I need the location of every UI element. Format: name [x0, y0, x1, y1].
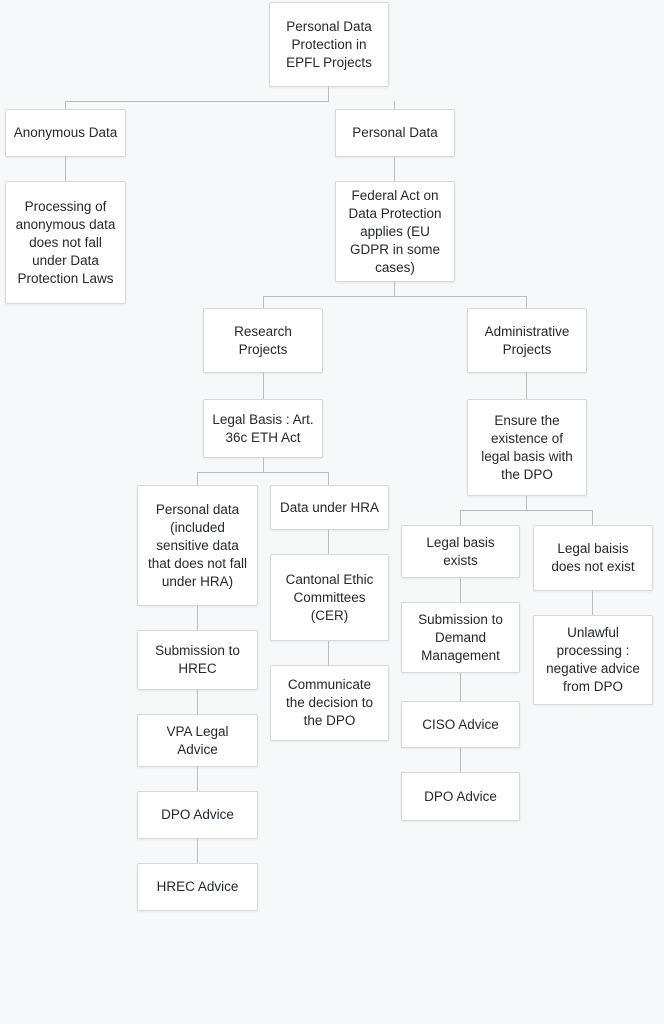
edge-fadp-bar	[263, 296, 527, 297]
node-cantonal-ethic-committees-label: Cantonal Ethic Committees (CER)	[285, 571, 374, 623]
node-dpo-advice-admin[interactable]: DPO Advice	[401, 772, 520, 821]
edge-dpoadvice-to-hrecadvice	[197, 839, 198, 863]
edge-ciso-to-dpoadvice	[460, 748, 461, 772]
edge-root-bar	[65, 101, 329, 102]
edge-ensuredpo-bar	[460, 510, 592, 511]
edge-ensuredpo-stem	[526, 496, 527, 510]
node-submission-to-hrec-label: Submission to HREC	[155, 643, 240, 676]
edge-cer-to-communicate	[328, 641, 329, 665]
node-dpo-advice-admin-label: DPO Advice	[424, 788, 497, 804]
node-hrec-advice[interactable]: HREC Advice	[137, 863, 258, 911]
node-root-label: Personal Data Protection in EPFL Project…	[286, 18, 372, 70]
edge-basisexists-to-subdemand	[460, 578, 461, 602]
node-unlawful-processing-label: Unlawful processing : negative advice fr…	[546, 625, 640, 694]
node-dpo-advice-research-label: DPO Advice	[161, 807, 234, 822]
node-submission-demand-management-label: Submission to Demand Management	[418, 611, 503, 663]
node-anonymous-data-label: Anonymous Data	[13, 125, 118, 140]
node-anonymous-note[interactable]: Processing of anonymous data does not fa…	[5, 181, 126, 304]
edge-personal-to-fadp	[394, 157, 395, 181]
edge-fadp-stem	[394, 282, 395, 296]
edge-legalbasis-stem	[263, 458, 264, 472]
node-data-under-hra[interactable]: Data under HRA	[270, 485, 389, 530]
edge-ensuredpo-to-basismissing	[592, 510, 593, 525]
node-unlawful-processing[interactable]: Unlawful processing : negative advice fr…	[533, 615, 653, 705]
node-research-projects-label: Research Projects	[234, 323, 292, 357]
node-submission-demand-management[interactable]: Submission to Demand Management	[401, 602, 520, 673]
node-anonymous-note-label: Processing of anonymous data does not fa…	[15, 198, 116, 286]
node-personal-data[interactable]: Personal Data	[335, 109, 455, 157]
node-dpo-advice-research[interactable]: DPO Advice	[137, 791, 258, 839]
edge-basismissing-to-unlawful	[592, 591, 593, 615]
node-ensure-legal-basis-dpo[interactable]: Ensure the existence of legal basis with…	[467, 399, 587, 496]
node-anonymous-data[interactable]: Anonymous Data	[5, 109, 126, 157]
node-fadp-label: Federal Act on Data Protection applies (…	[348, 187, 442, 275]
edge-root-to-anonymous	[65, 101, 66, 110]
node-ciso-advice[interactable]: CISO Advice	[401, 701, 520, 748]
node-legal-basis-does-not-exist-label: Legal baisis does not exist	[551, 541, 635, 574]
edge-ensuredpo-to-basisexists	[460, 510, 461, 525]
node-ensure-legal-basis-dpo-label: Ensure the existence of legal basis with…	[481, 412, 573, 482]
node-personal-data-under-hra-label: Personal data (included sensitive data t…	[147, 501, 248, 589]
node-fadp[interactable]: Federal Act on Data Protection applies (…	[335, 181, 455, 282]
node-data-under-hra-label: Data under HRA	[279, 499, 380, 515]
node-cantonal-ethic-committees[interactable]: Cantonal Ethic Committees (CER)	[270, 554, 389, 641]
edge-legalbasis-to-personalhra	[197, 472, 198, 485]
node-vpa-legal-advice[interactable]: VPA Legal Advice	[137, 714, 258, 767]
node-personal-data-under-hra[interactable]: Personal data (included sensitive data t…	[137, 485, 258, 606]
node-legal-basis-eth-act[interactable]: Legal Basis : Art. 36c ETH Act	[203, 399, 323, 458]
edge-datahra-to-cer	[328, 530, 329, 554]
node-vpa-legal-advice-label: VPA Legal Advice	[166, 723, 229, 757]
edge-root-to-personal	[394, 101, 395, 110]
edge-admin-to-ensuredpo	[526, 373, 527, 399]
edge-personalhra-to-subhrec	[197, 606, 198, 630]
node-hrec-advice-label: HREC Advice	[156, 879, 239, 894]
node-personal-data-label: Personal Data	[352, 125, 438, 140]
edge-legalbasis-bar	[197, 472, 329, 473]
node-legal-basis-eth-act-label: Legal Basis : Art. 36c ETH Act	[212, 411, 314, 445]
node-administrative-projects[interactable]: Administrative Projects	[467, 308, 587, 373]
node-legal-basis-exists-label: Legal basis exists	[426, 534, 495, 568]
node-communicate-decision-dpo[interactable]: Communicate the decision to the DPO	[270, 665, 389, 741]
node-research-projects[interactable]: Research Projects	[203, 308, 323, 373]
edge-subhrec-to-vpa	[197, 690, 198, 714]
node-submission-to-hrec[interactable]: Submission to HREC	[137, 630, 258, 690]
node-legal-basis-exists[interactable]: Legal basis exists	[401, 525, 520, 578]
edge-anonymous-to-note	[65, 157, 66, 181]
node-ciso-advice-label: CISO Advice	[422, 716, 499, 732]
edge-research-to-legalbasis	[263, 373, 264, 399]
edge-fadp-to-research	[263, 296, 264, 308]
edge-fadp-to-admin	[526, 296, 527, 308]
edge-root-stem	[328, 87, 329, 101]
edge-subdemand-to-ciso	[460, 673, 461, 701]
edge-vpa-to-dpoadvice	[197, 767, 198, 791]
node-administrative-projects-label: Administrative Projects	[484, 323, 570, 357]
node-communicate-decision-dpo-label: Communicate the decision to the DPO	[285, 677, 374, 728]
node-root[interactable]: Personal Data Protection in EPFL Project…	[269, 2, 389, 87]
edge-legalbasis-to-datahra	[328, 472, 329, 485]
node-legal-basis-does-not-exist[interactable]: Legal baisis does not exist	[533, 525, 653, 591]
